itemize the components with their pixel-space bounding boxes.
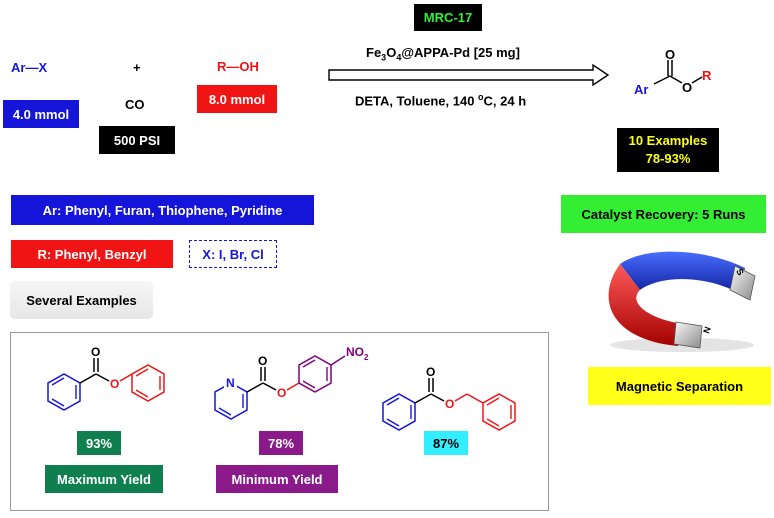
catalyst-recovery: Catalyst Recovery: 5 Runs (561, 195, 766, 233)
roh-amount: 8.0 mmol (197, 85, 277, 113)
magnetic-separation: Magnetic Separation (588, 367, 771, 405)
several-examples-label: Several Examples (26, 292, 137, 308)
catalyst-recovery-label: Catalyst Recovery: 5 Runs (581, 206, 746, 222)
catalyst-tag-label: MRC-17 (423, 10, 473, 25)
conditions-post: C, 24 h (483, 93, 527, 109)
example-1-caption: Maximum Yield (45, 465, 163, 493)
arx-amount-label: 4.0 mmol (12, 106, 70, 122)
catalyst-line: Fe3O4@APPA-Pd [25 mg] (366, 45, 520, 63)
catalyst-sub1: 3 (381, 52, 387, 63)
product-ester-o: O (682, 80, 692, 95)
catalyst-fe: Fe (366, 45, 382, 60)
ex2-nitro-sub: 2 (364, 353, 369, 362)
reaction-arrow (328, 64, 610, 86)
co-pressure: 500 PSI (99, 126, 175, 154)
example-benzyl-benzoate: O O (382, 365, 516, 431)
conditions-degree: o (478, 92, 484, 102)
example-2-caption-label: Minimum Yield (231, 471, 323, 487)
examples-count: 10 Examples (628, 133, 708, 148)
product-ar-label: Ar (634, 82, 648, 97)
examples-summary: 10 Examples 78-93% (617, 128, 719, 172)
ex2-ester-o: O (277, 386, 286, 400)
ex2-carbonyl-o: O (258, 354, 267, 368)
ex1-carbonyl-o: O (91, 345, 100, 359)
plus-sign: + (133, 60, 141, 75)
example-3-yield: 87% (424, 431, 468, 455)
product-r-label: R (702, 68, 712, 83)
examples-panel (10, 332, 549, 511)
example-2-yield-label: 78% (267, 435, 295, 451)
ex1-ester-o: O (110, 377, 119, 391)
catalyst-rest: @APPA-Pd [25 mg] (401, 45, 520, 60)
example-nitrophenyl-picolinate: O N O NO2 (214, 345, 369, 420)
example-1-caption-label: Maximum Yield (57, 471, 151, 487)
catalyst-tag: MRC-17 (414, 4, 482, 31)
catalyst-sub2: 4 (396, 52, 402, 63)
magnet-n-label: N (701, 325, 713, 335)
example-1-yield: 93% (77, 431, 121, 455)
scope-r-label: R: Phenyl, Benzyl (37, 246, 147, 262)
magnetic-separation-label: Magnetic Separation (615, 378, 744, 394)
example-phenyl-benzoate: O O (47, 345, 165, 411)
scope-x: X: I, Br, Cl (189, 240, 277, 268)
co-pressure-label: 500 PSI (113, 132, 161, 148)
example-2-yield: 78% (259, 431, 303, 455)
reactant-co: CO (125, 97, 145, 112)
reactant-arx: Ar—X (11, 60, 48, 75)
roh-amount-label: 8.0 mmol (208, 91, 266, 107)
scope-r: R: Phenyl, Benzyl (11, 240, 173, 268)
product-carbonyl-o: O (665, 47, 675, 62)
scope-ar: Ar: Phenyl, Furan, Thiophene, Pyridine (11, 195, 314, 225)
product-ester-structure: Ar O O R (634, 47, 712, 97)
horseshoe-magnet-icon: S N (608, 251, 756, 352)
arx-amount: 4.0 mmol (3, 100, 79, 128)
example-2-caption: Minimum Yield (216, 465, 338, 493)
ex3-ester-o: O (445, 397, 454, 411)
reactant-roh: R—OH (217, 59, 259, 74)
ex2-pyridine-n: N (226, 376, 235, 390)
scope-x-label: X: I, Br, Cl (202, 246, 264, 262)
catalyst-o: O (386, 45, 397, 60)
ex3-carbonyl-o: O (426, 365, 435, 379)
example-3-yield-label: 87% (432, 435, 460, 451)
conditions-line: DETA, Toluene, 140 oC, 24 h (355, 92, 526, 108)
conditions-pre: DETA, Toluene, 140 (355, 93, 479, 109)
magnet-s-label: S (734, 267, 746, 277)
scope-ar-label: Ar: Phenyl, Furan, Thiophene, Pyridine (42, 202, 283, 218)
several-examples: Several Examples (10, 281, 153, 319)
ex2-nitro-group: NO2 (346, 345, 369, 362)
yield-range: 78-93% (645, 151, 691, 166)
ex2-nitro-no: NO (346, 345, 364, 359)
example-1-yield-label: 93% (85, 435, 113, 451)
